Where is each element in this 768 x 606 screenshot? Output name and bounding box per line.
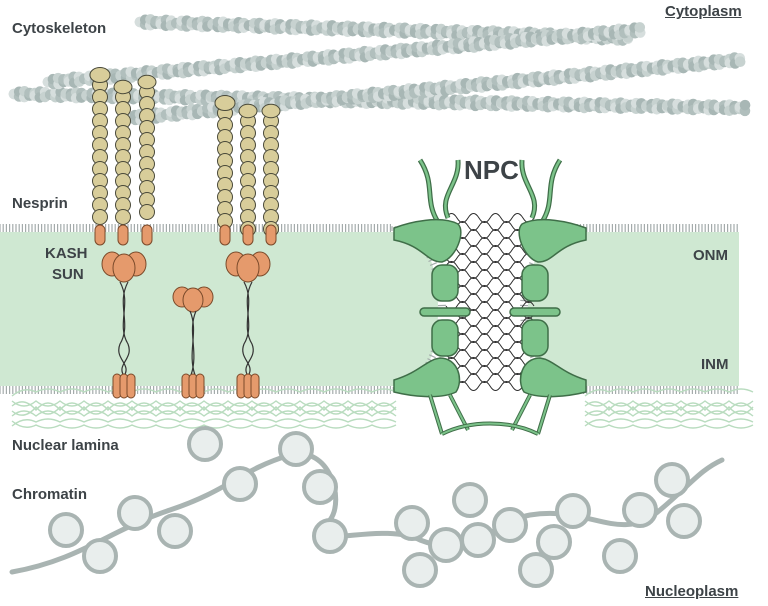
nucleosome bbox=[654, 462, 690, 498]
inm-label: INM bbox=[701, 356, 729, 373]
inner-ring-subunit bbox=[431, 319, 459, 357]
sun-lobe bbox=[182, 287, 204, 313]
inner-ring-subunit bbox=[431, 264, 459, 302]
sun-coil bbox=[190, 310, 197, 376]
kash-domain bbox=[265, 224, 277, 246]
nucleosome bbox=[157, 513, 193, 549]
chromatin bbox=[9, 426, 725, 588]
nucleosome bbox=[602, 538, 638, 574]
nucleosome bbox=[222, 466, 258, 502]
cytoplasmic-ring bbox=[393, 218, 462, 263]
nesprin-head bbox=[89, 67, 111, 83]
sun-transmembrane bbox=[250, 373, 260, 399]
sun-lobe bbox=[236, 253, 260, 283]
nesprin-head bbox=[113, 79, 133, 95]
fg-repeat-mesh bbox=[445, 213, 535, 391]
kash-domain bbox=[94, 224, 106, 246]
nucleosome bbox=[48, 512, 84, 548]
nuclear-ring bbox=[519, 357, 587, 398]
nucleosome bbox=[402, 552, 438, 588]
nesprin-head bbox=[137, 74, 157, 90]
sun-coil bbox=[243, 281, 254, 377]
nucleosome bbox=[117, 495, 153, 531]
nuclear-envelope bbox=[0, 224, 741, 394]
nucleosome bbox=[428, 527, 464, 563]
nuclear-lamina-label: Nuclear lamina bbox=[12, 437, 119, 454]
nesprin-bead bbox=[139, 204, 155, 220]
cytoskeleton-label: Cytoskeleton bbox=[12, 20, 107, 37]
nucleosome bbox=[555, 493, 591, 529]
nucleosome bbox=[460, 522, 496, 558]
cytoplasmic-filament bbox=[442, 159, 461, 219]
cytoplasmic-filament bbox=[519, 159, 538, 219]
sun-transmembrane bbox=[126, 373, 136, 399]
kash-domain bbox=[242, 224, 254, 246]
cytoplasmic-ring bbox=[518, 218, 587, 263]
nesprin-head bbox=[238, 103, 258, 119]
nuclear-ring bbox=[393, 357, 461, 398]
nucleosome bbox=[312, 518, 348, 554]
kash-domain bbox=[141, 224, 153, 246]
nuclear-pore-complex bbox=[393, 158, 587, 436]
nesprin-bead bbox=[115, 209, 131, 225]
cytoplasm-label: Cytoplasm bbox=[665, 3, 742, 20]
sun-coil bbox=[118, 281, 129, 377]
nucleosome bbox=[187, 426, 223, 462]
inner-ring-subunit bbox=[521, 264, 549, 302]
nesprin-head bbox=[214, 95, 236, 111]
nucleosome bbox=[518, 552, 554, 588]
nesprin-head bbox=[261, 103, 281, 119]
nucleoplasm-label: Nucleoplasm bbox=[645, 583, 739, 600]
onm-label: ONM bbox=[693, 247, 728, 264]
nucleosome bbox=[452, 482, 488, 518]
kash-domain bbox=[117, 224, 129, 246]
npc-label: NPC bbox=[464, 155, 519, 185]
sun-lobe bbox=[112, 253, 136, 283]
nucleosome bbox=[302, 469, 338, 505]
nucleosome bbox=[394, 505, 430, 541]
sun-transmembrane bbox=[195, 373, 205, 399]
transmembrane-ring bbox=[419, 307, 471, 317]
nesprin-label: Nesprin bbox=[12, 195, 68, 212]
perinuclear-space-right bbox=[528, 232, 740, 386]
inner-ring-subunit bbox=[521, 319, 549, 357]
nucleosome bbox=[492, 507, 528, 543]
sun-coil bbox=[119, 281, 130, 377]
nuclear-lamina bbox=[11, 388, 754, 429]
chromatin-label: Chromatin bbox=[12, 486, 87, 503]
nucleosome bbox=[278, 431, 314, 467]
nucleosome bbox=[622, 492, 658, 528]
sun-label: SUN bbox=[52, 266, 84, 283]
kash-label: KASH bbox=[45, 245, 88, 262]
nucleosome bbox=[82, 538, 118, 574]
sun-coil bbox=[242, 281, 253, 377]
nucleosome bbox=[536, 524, 572, 560]
transmembrane-ring bbox=[509, 307, 561, 317]
nesprin-bead bbox=[92, 209, 108, 225]
nucleosome bbox=[666, 503, 702, 539]
kash-domain bbox=[219, 224, 231, 246]
linc-complexes bbox=[89, 67, 281, 399]
